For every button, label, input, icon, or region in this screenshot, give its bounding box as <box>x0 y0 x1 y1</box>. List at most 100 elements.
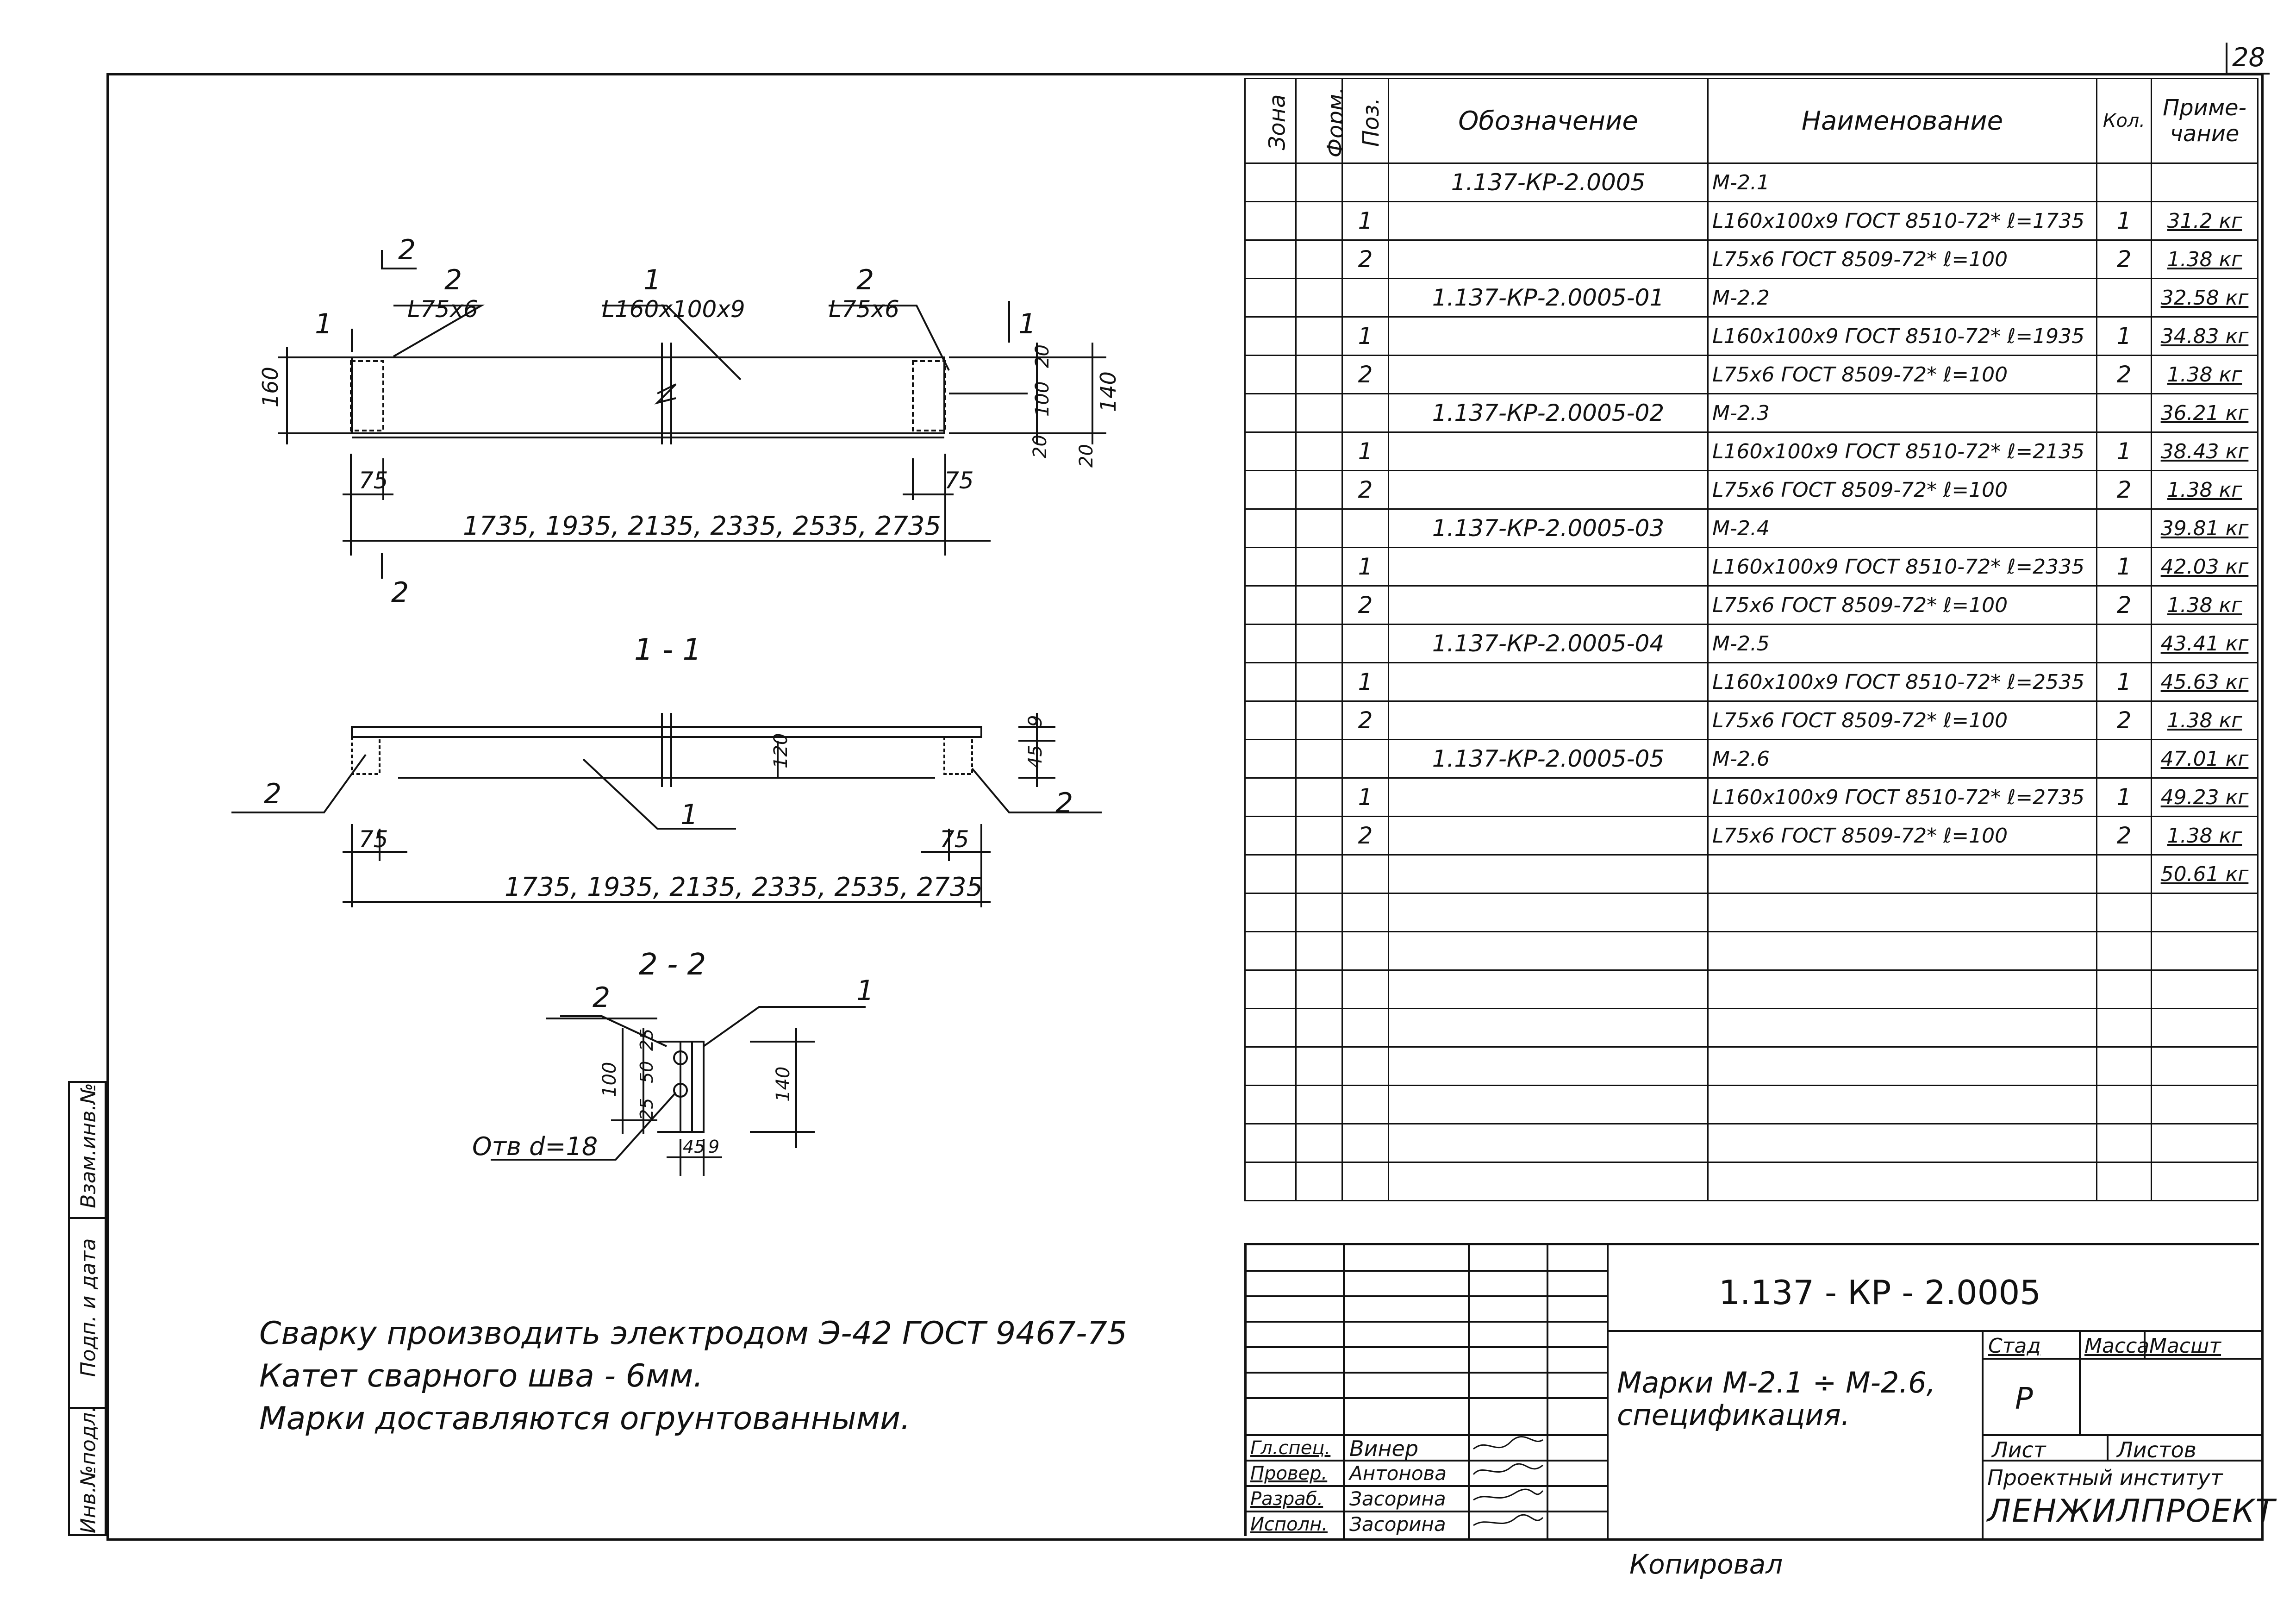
cell-name: L160x100x9 ГОСТ 8510-72* ℓ=2335 <box>1707 547 2097 587</box>
pos1-label: 1 <box>643 264 661 296</box>
description-line2: спецификация. <box>1617 1398 1850 1432</box>
cell-name: L160x100x9 ГОСТ 8510-72* ℓ=2135 <box>1707 431 2097 471</box>
cell-format <box>1295 816 1343 856</box>
sec11-d9: 9 <box>1025 715 1046 727</box>
col-oboznachenie: Обозначение <box>1388 78 1709 164</box>
section2-top-mark: 2 <box>398 234 416 266</box>
col-primechanie: Приме- чание <box>2151 78 2259 164</box>
name-gl-spec: Винер <box>1349 1436 1419 1461</box>
sec22-d9: 9 <box>708 1137 719 1157</box>
cell-format <box>1295 700 1343 740</box>
cell-name: М-2.6 <box>1707 739 2097 779</box>
cell-qty <box>2096 854 2152 894</box>
cell-zona <box>1244 239 1297 279</box>
cell-name: L160x100x9 ГОСТ 8510-72* ℓ=1735 <box>1707 201 2097 241</box>
cell-qty: 2 <box>2096 700 2152 740</box>
cell-zona <box>1244 969 1297 1009</box>
cell-name: М-2.3 <box>1707 393 2097 433</box>
cell-format <box>1295 470 1343 510</box>
cell-format <box>1295 508 1343 548</box>
sec11-lengths: 1735, 1935, 2135, 2335, 2535, 2735 <box>505 872 983 902</box>
section1-right-mark: 1 <box>1018 308 1036 340</box>
cell-designation <box>1388 777 1709 817</box>
table-row <box>1244 969 2259 1009</box>
cell-qty <box>2096 1046 2152 1086</box>
cell-qty: 2 <box>2096 470 2152 510</box>
cell-name: М-2.4 <box>1707 508 2097 548</box>
table-row <box>1244 1162 2259 1201</box>
cell-format <box>1295 162 1343 202</box>
table-row: 50.61 кг <box>1244 854 2259 894</box>
cell-name: L75x6 ГОСТ 8509-72* ℓ=100 <box>1707 700 2097 740</box>
cell-qty <box>2096 393 2152 433</box>
cell-format <box>1295 931 1343 971</box>
cell-designation <box>1388 585 1709 625</box>
drawing-views: 2 L75x6 1 L160x100x9 2 L75x6 1 1 2 2 160… <box>231 234 1121 1176</box>
signatures <box>1472 1436 1544 1526</box>
name-prover: Антонова <box>1349 1462 1447 1485</box>
col-poz: Поз. <box>1341 78 1389 164</box>
role-ispoln: Исполн. <box>1250 1514 1328 1535</box>
cell-note: 39.81 кг <box>2151 508 2259 548</box>
cell-note: 1.38 кг <box>2151 239 2259 279</box>
cell-qty <box>2096 624 2152 663</box>
cell-poz <box>1341 1162 1389 1201</box>
cell-qty <box>2096 162 2152 202</box>
cell-poz <box>1341 1046 1389 1086</box>
sec11-left-pos: 2 <box>264 778 281 810</box>
cell-poz <box>1341 1085 1389 1124</box>
notes: Сварку производить электродом Э-42 ГОСТ … <box>259 1312 1127 1440</box>
dim-100: 100 <box>1032 381 1053 417</box>
cell-name: L160x100x9 ГОСТ 8510-72* ℓ=2735 <box>1707 777 2097 817</box>
role-gl-spec: Гл.спец. <box>1250 1437 1331 1459</box>
drawing-frame <box>106 73 2264 1541</box>
cell-poz <box>1341 931 1389 971</box>
role-prover: Провер. <box>1250 1463 1328 1484</box>
drawing-code: 1.137 - КР - 2.0005 <box>1719 1273 2041 1312</box>
cell-note <box>2151 1008 2259 1048</box>
cell-note: 42.03 кг <box>2151 547 2259 587</box>
cell-qty: 1 <box>2096 777 2152 817</box>
dim-20b: 20 <box>1029 435 1051 458</box>
section-1-1-title: 1 - 1 <box>634 633 701 667</box>
note-3: Марки доставляются огрунтованными. <box>259 1400 911 1437</box>
cell-designation <box>1388 1123 1709 1163</box>
cell-format <box>1295 662 1343 702</box>
cell-name: L75x6 ГОСТ 8509-72* ℓ=100 <box>1707 355 2097 394</box>
cell-designation <box>1388 470 1709 510</box>
cell-note: 1.38 кг <box>2151 585 2259 625</box>
cell-designation: 1.137-КР-2.0005-01 <box>1388 278 1709 318</box>
dim-20c: 20 <box>1076 444 1097 468</box>
note-1: Сварку производить электродом Э-42 ГОСТ … <box>259 1315 1128 1352</box>
cell-note: 45.63 кг <box>2151 662 2259 702</box>
sec11-d120: 120 <box>770 733 792 768</box>
list-label: Лист <box>1992 1437 2046 1462</box>
cell-designation <box>1388 931 1709 971</box>
name-ispoln: Засорина <box>1349 1513 1446 1536</box>
cell-zona <box>1244 162 1297 202</box>
cell-poz <box>1341 162 1389 202</box>
cell-note <box>2151 1046 2259 1086</box>
role-razrab: Разраб. <box>1250 1488 1323 1510</box>
massa-label: Масса <box>2084 1334 2150 1358</box>
cell-poz <box>1341 1123 1389 1163</box>
cell-qty <box>2096 739 2152 779</box>
table-row <box>1244 1123 2259 1163</box>
cell-note <box>2151 931 2259 971</box>
cell-zona <box>1244 1046 1297 1086</box>
cell-qty <box>2096 1008 2152 1048</box>
cell-format <box>1295 854 1343 894</box>
cell-designation: 1.137-КР-2.0005-02 <box>1388 393 1709 433</box>
cell-zona <box>1244 470 1297 510</box>
description-line1: Марки М-2.1 ÷ М-2.6, <box>1617 1366 1936 1399</box>
sec22-d100: 100 <box>599 1062 620 1097</box>
cell-name <box>1707 969 2097 1009</box>
stad-value: Р <box>2015 1382 2033 1416</box>
cell-poz: 1 <box>1341 547 1389 587</box>
table-row <box>1244 893 2259 932</box>
